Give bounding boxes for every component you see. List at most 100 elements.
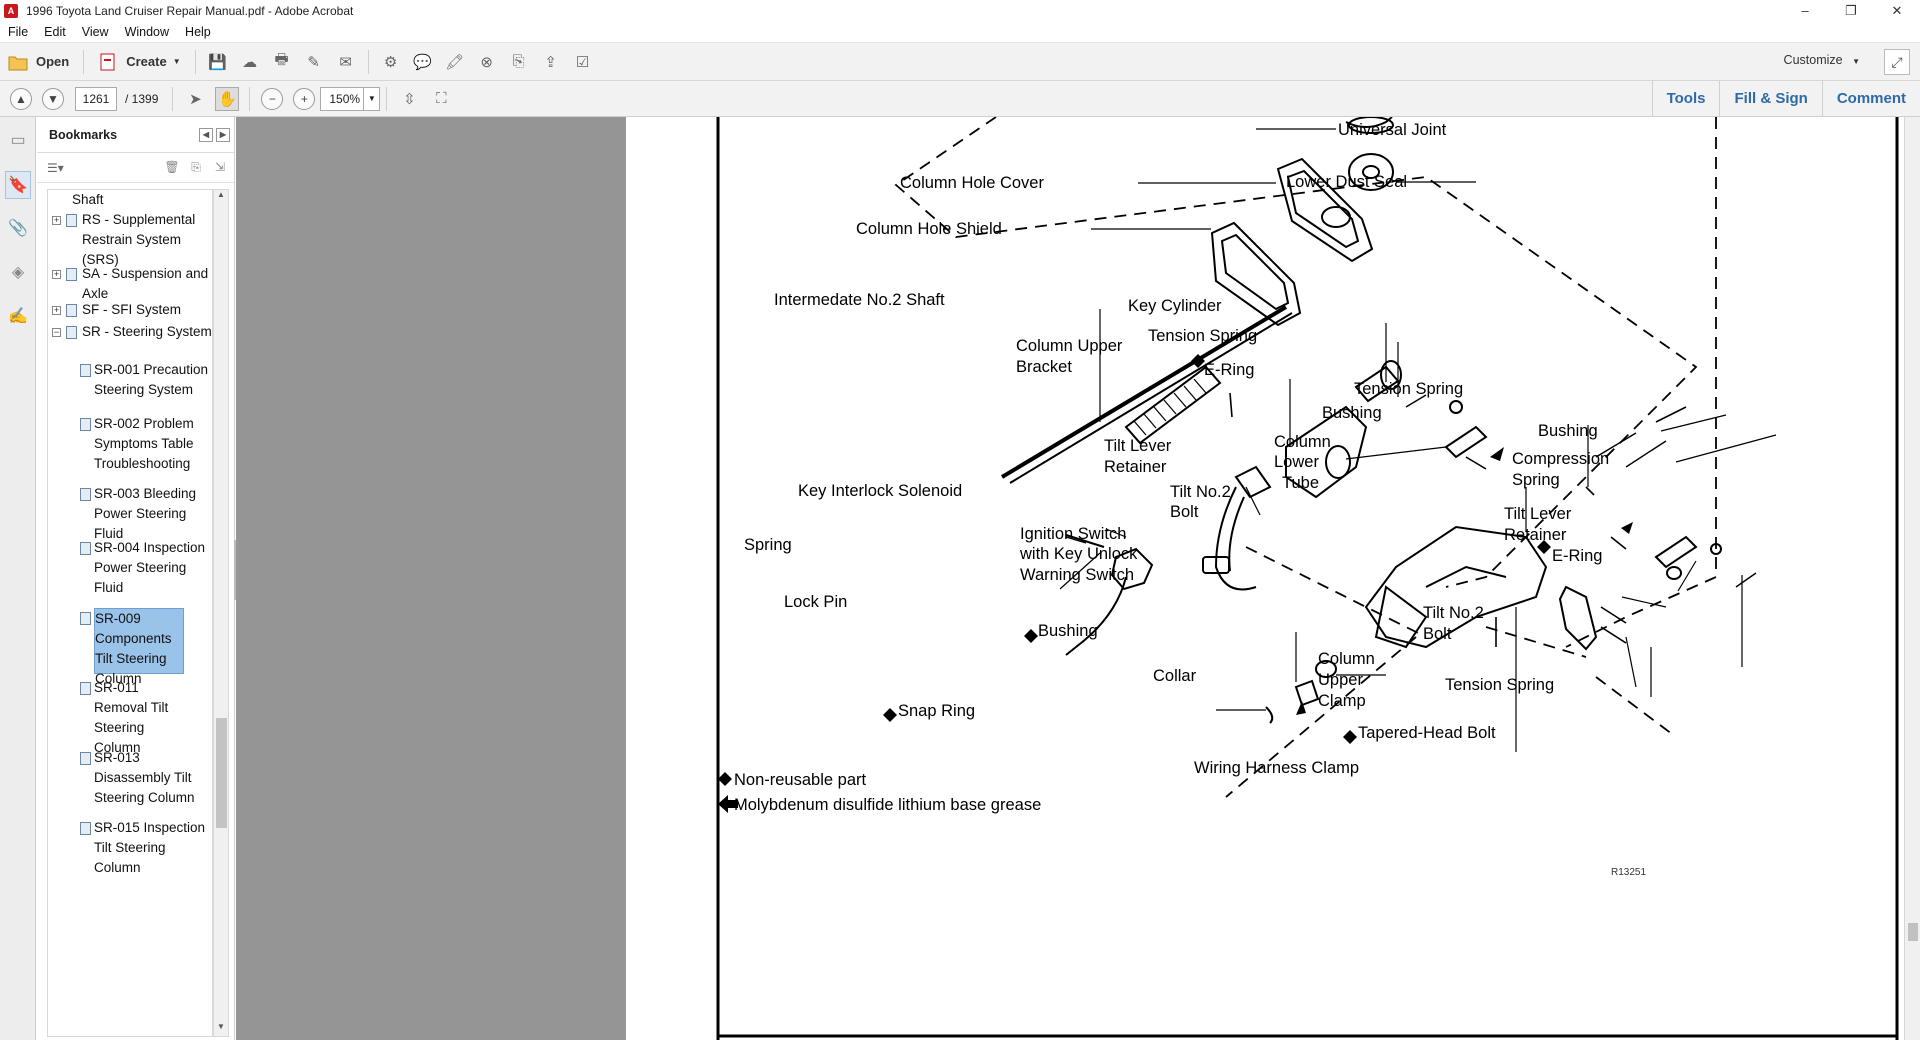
layers-icon[interactable]: ◈ <box>11 264 25 281</box>
bookmark-label: SR-015 Inspection Tilt Steering Column <box>94 820 206 875</box>
create-button[interactable]: Create ▼ <box>90 48 188 76</box>
label-tilt-no2-bolt: Bolt <box>1423 625 1452 643</box>
label-tilt-no2-bolt: Bolt <box>1170 503 1199 521</box>
full-screen-icon[interactable]: ⛶ <box>436 90 447 107</box>
bookmark-item[interactable]: SR-004 Inspection Power Steering Fluid <box>48 538 212 618</box>
label-tension-spring: Tension Spring <box>1148 327 1257 345</box>
fill-sign-link[interactable]: Fill & Sign <box>1719 81 1821 117</box>
menu-view[interactable]: View <box>81 25 109 39</box>
bookmarks-scrollbar[interactable]: ▲ ▼ <box>213 189 229 1037</box>
delete-icon[interactable]: 🗑 <box>164 160 180 174</box>
bookmark-item-selected[interactable]: SR-009 Components Tilt Steering Column <box>48 608 212 690</box>
minus-icon: − <box>268 91 276 106</box>
comment-link[interactable]: Comment <box>1821 81 1920 117</box>
bookmark-icon <box>80 542 91 555</box>
bookmark-label: SF - SFI System <box>82 302 182 317</box>
next-page-button[interactable]: ▼ <box>42 87 64 110</box>
bookmark-item[interactable]: SR-013 Disassembly Tilt Steering Column <box>48 748 212 828</box>
maximize-button[interactable]: ❐ <box>1845 3 1857 18</box>
document-viewer[interactable]: Universal Joint Lower Dust Seal Column H… <box>236 117 1904 1040</box>
bookmarks-header: Bookmarks ◀ ▶ <box>37 117 234 153</box>
scroll-up-icon[interactable]: ▲ <box>217 190 225 199</box>
customize-menu[interactable]: Customize ▼ <box>1784 53 1860 67</box>
open-button[interactable]: Open <box>0 48 77 76</box>
remove-icon[interactable]: ⊗ <box>480 53 493 71</box>
bookmark-item[interactable]: SR-015 Inspection Tilt Steering Column <box>48 818 212 898</box>
label-e-ring: E-Ring <box>1552 547 1602 565</box>
print-icon[interactable]: 🖶 <box>274 51 289 68</box>
zoom-value: 150% <box>329 91 361 106</box>
task-links: Tools Fill & Sign Comment <box>1651 81 1920 117</box>
edit-icon[interactable]: ✎ <box>307 53 320 71</box>
bookmark-label: SR-009 Components Tilt Steering Column <box>94 608 184 686</box>
email-icon[interactable]: ✉ <box>339 53 352 71</box>
bookmark-item[interactable]: Shaft <box>48 190 212 210</box>
menu-window[interactable]: Window <box>124 25 170 39</box>
legend-non-reusable: Non-reusable part <box>734 771 866 789</box>
toolbar-divider <box>194 49 196 74</box>
collapse-panel-icon[interactable]: ◀ <box>199 128 213 142</box>
previous-page-button[interactable]: ▲ <box>10 87 32 110</box>
scroll-thumb[interactable] <box>216 718 227 828</box>
panel-resize-handle[interactable] <box>234 540 237 600</box>
select-cursor-icon[interactable]: ➤ <box>189 90 202 108</box>
label-ignition-switch: Warning Switch <box>1020 566 1134 584</box>
comment-icon[interactable]: 💬 <box>413 53 432 71</box>
menu-edit[interactable]: Edit <box>44 25 66 39</box>
gear-icon[interactable]: ⚙ <box>383 53 398 71</box>
scroll-thumb[interactable] <box>1908 923 1918 941</box>
upload-cloud-icon[interactable]: ☁ <box>242 53 258 71</box>
attachment-icon[interactable]: 📎 <box>8 220 28 237</box>
bookmark-item[interactable]: + SA - Suspension and Axle <box>48 264 212 304</box>
bookmark-item[interactable]: SR-001 Precaution Steering System <box>48 360 212 420</box>
bookmark-item[interactable]: SR-002 Problem Symptoms Table Troublesho… <box>48 414 212 496</box>
page-number-input[interactable]: 1261 <box>75 86 117 111</box>
expand-bookmark-icon[interactable]: ⇲ <box>214 160 226 174</box>
bookmark-icon[interactable]: 🔖 <box>5 171 31 199</box>
bookmarks-tree: Shaft + RS - Supplemental Restrain Syste… <box>47 189 213 1037</box>
toolbar-divider <box>367 49 369 74</box>
fit-page-icon[interactable]: ⇳ <box>403 90 416 108</box>
page-thumbnails-icon[interactable]: ▭ <box>10 132 26 149</box>
collapse-icon[interactable]: − <box>52 327 61 337</box>
label-lower-dust-seal: Lower Dust Seal <box>1286 173 1407 191</box>
bookmark-item[interactable]: + RS - Supplemental Restrain System (SRS… <box>48 210 212 267</box>
toolbar-divider <box>249 86 251 111</box>
export-icon[interactable]: ⇪ <box>544 53 557 71</box>
arrow-up-icon: ▲ <box>15 91 27 106</box>
menu-file[interactable]: File <box>8 25 29 39</box>
bookmark-item[interactable]: SR-011 Removal Tilt Steering Column <box>48 678 212 758</box>
highlight-icon[interactable]: 🖍 <box>445 53 465 71</box>
expand-icon[interactable]: + <box>52 215 61 225</box>
signature-icon[interactable]: ✍ <box>8 308 28 325</box>
expand-icon[interactable]: ⤢ <box>1884 49 1910 75</box>
stamp-icon[interactable]: ⎘ <box>512 53 525 70</box>
bookmark-item[interactable]: − SR - Steering System <box>48 322 212 362</box>
zoom-in-button[interactable]: + <box>293 87 316 110</box>
save-icon[interactable]: 💾 <box>208 53 227 71</box>
form-icon[interactable]: ☑ <box>575 53 590 71</box>
tools-link[interactable]: Tools <box>1651 81 1720 117</box>
bookmark-item[interactable]: SR-003 Bleeding Power Steering Fluid <box>48 484 212 544</box>
expand-icon[interactable]: + <box>52 269 61 279</box>
document-scrollbar[interactable] <box>1904 117 1920 1040</box>
bookmark-icon <box>66 326 77 339</box>
page-total: / 1399 <box>125 91 159 106</box>
menu-help[interactable]: Help <box>185 25 211 39</box>
customize-label: Customize <box>1783 53 1843 67</box>
close-button[interactable]: ✕ <box>1891 3 1903 18</box>
label-column-lower-tube: Tube <box>1282 474 1319 492</box>
zoom-out-button[interactable]: − <box>261 87 284 110</box>
scroll-down-icon[interactable]: ▼ <box>217 1022 225 1031</box>
bookmark-item[interactable]: + SF - SFI System <box>48 300 212 320</box>
figure-code: R13251 <box>1611 867 1646 878</box>
expand-icon[interactable]: + <box>52 305 61 315</box>
hand-tool-icon[interactable]: ✋ <box>215 86 240 111</box>
bookmark-label: SR-011 Removal Tilt Steering Column <box>94 680 169 755</box>
new-bookmark-icon[interactable]: ⎘ <box>191 160 201 174</box>
options-menu-icon[interactable]: ☰▾ <box>47 160 64 175</box>
label-key-interlock-solenoid: Key Interlock Solenoid <box>798 482 962 500</box>
zoom-select[interactable]: 150%▼ <box>320 86 381 111</box>
minimize-button[interactable]: – <box>1801 3 1809 18</box>
close-panel-icon[interactable]: ▶ <box>216 128 230 142</box>
